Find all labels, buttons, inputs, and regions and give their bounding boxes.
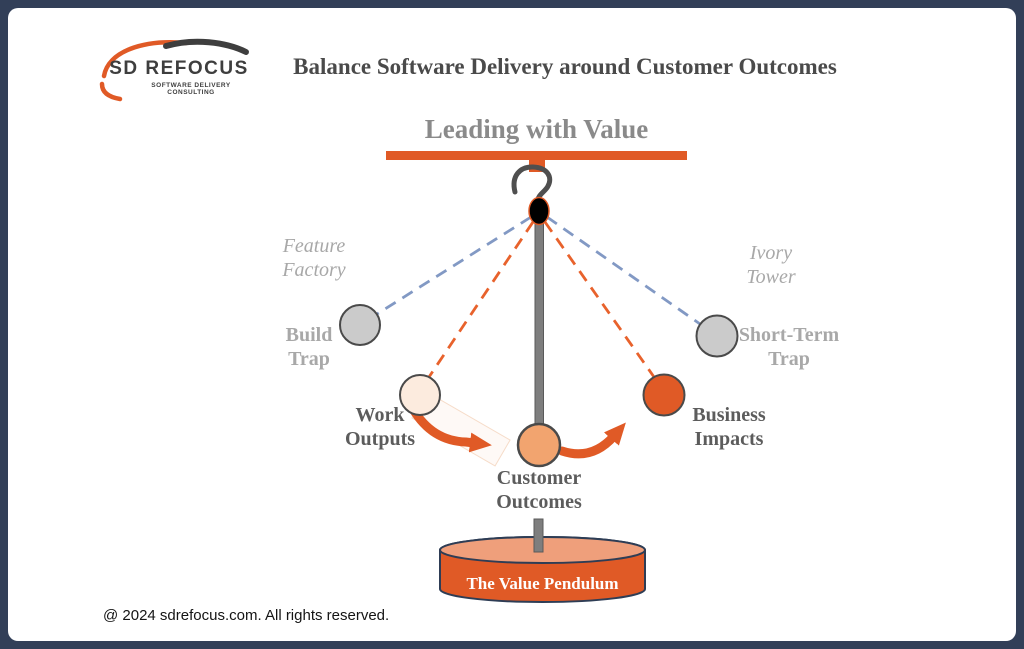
beam-bar bbox=[386, 151, 687, 160]
work-outputs-circle bbox=[399, 374, 441, 416]
label-customer-outcomes: Customer Outcomes bbox=[496, 467, 582, 514]
label-value-pendulum: The Value Pendulum bbox=[466, 574, 619, 593]
label-build-trap: Build Trap bbox=[285, 324, 333, 371]
logo-tagline: SOFTWARE DELIVERY CONSULTING bbox=[151, 82, 231, 96]
rod-base-stub bbox=[533, 518, 544, 553]
label-work-outputs: Work Outputs bbox=[344, 404, 416, 451]
beam-title: Leading with Value bbox=[424, 114, 649, 144]
pendulum-rod bbox=[534, 210, 544, 428]
label-business-impacts: Business Impacts bbox=[692, 404, 766, 451]
label-feature-factory: Feature Factory bbox=[282, 235, 346, 282]
copyright: @ 2024 sdrefocus.com. All rights reserve… bbox=[103, 607, 390, 624]
sd-refocus-logo: SD REFOCUS SOFTWARE DELIVERY CONSULTING bbox=[94, 36, 264, 102]
pendulum-diagram bbox=[339, 151, 739, 603]
dashed-path-short-term-trap bbox=[546, 215, 701, 326]
dashed-path-build-trap bbox=[376, 215, 532, 316]
arrow-outcomes-to-impacts bbox=[557, 422, 626, 459]
logo-swoosh-graphic bbox=[99, 38, 249, 102]
label-short-term-trap: Short-Term Trap bbox=[738, 324, 840, 371]
build-trap-circle bbox=[339, 304, 381, 346]
logo-swoosh-orange-bottom bbox=[99, 81, 123, 102]
pendulum-hook bbox=[511, 164, 553, 205]
logo-name: SD REFOCUS bbox=[109, 58, 249, 79]
dashed-path-business-impacts bbox=[543, 221, 656, 378]
short-term-trap-circle bbox=[695, 314, 739, 358]
label-ivory-tower: Ivory Tower bbox=[746, 242, 796, 289]
page-title: Balance Software Delivery around Custome… bbox=[293, 54, 837, 79]
logo-swoosh-dark bbox=[163, 38, 249, 55]
business-impacts-circle bbox=[642, 373, 686, 417]
dashed-path-work-outputs bbox=[427, 221, 535, 378]
customer-outcomes-circle bbox=[516, 422, 562, 468]
pivot-point bbox=[528, 196, 550, 226]
slide-card: SD REFOCUS SOFTWARE DELIVERY CONSULTING … bbox=[8, 8, 1016, 641]
